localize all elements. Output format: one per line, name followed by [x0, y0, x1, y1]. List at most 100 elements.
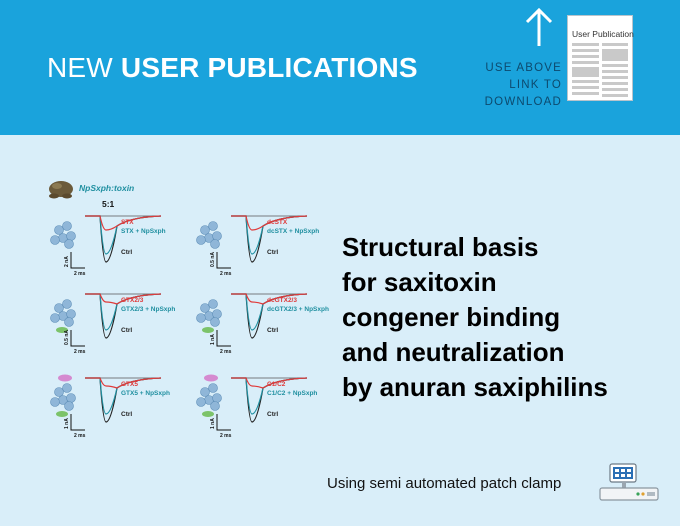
scale-x-label: 2 ms [74, 349, 86, 355]
atom [196, 313, 206, 323]
atom [212, 309, 222, 319]
figure-ratio: 5:1 [102, 199, 115, 209]
scale-bar [70, 330, 85, 347]
toxin-label: STX [121, 219, 134, 226]
atom [62, 221, 72, 231]
bound-label: dcSTX + NpSxph [267, 228, 319, 235]
atom [210, 317, 220, 327]
scale-y-label: 2 nA [64, 256, 70, 267]
substituent [56, 411, 68, 417]
title-bold: USER PUBLICATIONS [120, 52, 418, 83]
substituent [202, 327, 214, 333]
molecule-icon [50, 374, 76, 417]
sulfo-group [204, 374, 218, 382]
headline-line: and neutralization [342, 337, 565, 367]
patch-clamp-instrument-icon [599, 463, 659, 501]
title-light: NEW [47, 52, 121, 83]
substituent [56, 327, 68, 333]
article-headline: Structural basis for saxitoxin congener … [342, 230, 662, 405]
sulfo-group [58, 374, 72, 382]
toxin-label: GTX2/3 [121, 297, 144, 304]
bound-label: GTX2/3 + NpSxph [121, 306, 175, 313]
toxin-label: GTX5 [121, 381, 138, 388]
atom [54, 303, 64, 313]
headline-line: by anuran saxiphilins [342, 372, 608, 402]
toxin-trace [231, 377, 308, 389]
toxin-trace [85, 293, 162, 305]
toxin-trace [231, 215, 308, 231]
scale-x-label: 2 ms [220, 349, 232, 355]
atom [208, 299, 218, 309]
toxin-trace [85, 215, 162, 231]
atom [200, 225, 210, 235]
atom [64, 317, 74, 327]
scale-y-label: 1 nA [210, 334, 216, 345]
document-lines-icon [572, 43, 628, 97]
atom [66, 231, 76, 241]
atom [64, 239, 74, 249]
toxin-trace [231, 293, 308, 305]
scale-x-label: 2 ms [74, 271, 86, 277]
scale-x-label: 2 ms [220, 433, 232, 439]
molecule-icon [196, 299, 222, 333]
scale-bar [216, 330, 231, 347]
ctrl-label: Ctrl [267, 327, 278, 334]
atom [196, 235, 206, 245]
headline-line: Structural basis [342, 232, 539, 262]
scale-x-label: 2 ms [74, 433, 86, 439]
ctrl-label: Ctrl [121, 411, 132, 418]
bound-label: C1/C2 + NpSxph [267, 390, 317, 397]
download-line: USE ABOVE [485, 62, 562, 74]
atom [212, 231, 222, 241]
atom [54, 387, 64, 397]
download-note: USE ABOVE LINK TO DOWNLOAD [470, 60, 562, 111]
molecule-icon [50, 221, 76, 249]
scale-y-label: 0.5 nA [210, 252, 216, 267]
molecule-icon [196, 374, 222, 417]
atom [50, 313, 60, 323]
scale-x-label: 2 ms [220, 271, 232, 277]
atom [200, 303, 210, 313]
toxin-label: dcGTX2/3 [267, 297, 297, 304]
atom [66, 309, 76, 319]
atom [64, 401, 74, 411]
method-note: Using semi automated patch clamp [327, 475, 562, 492]
arrow-up-icon[interactable] [522, 6, 556, 48]
scale-bar [70, 252, 85, 269]
headline-line: congener binding [342, 302, 561, 332]
publication-thumbnail[interactable]: User Publication [567, 15, 634, 101]
headline-line: for saxitoxin [342, 267, 497, 297]
ctrl-label: Ctrl [121, 327, 132, 334]
atom [62, 299, 72, 309]
thumbnail-label: User Publication [572, 29, 634, 39]
bound-label: dcGTX2/3 + NpSxph [267, 306, 329, 313]
scale-y-label: 0.5 nA [64, 330, 70, 345]
ctrl-label: Ctrl [121, 249, 132, 256]
bound-label: STX + NpSxph [121, 228, 166, 235]
atom [208, 221, 218, 231]
scale-bar [216, 252, 231, 269]
atom [66, 393, 76, 403]
bound-label: GTX5 + NpSxph [121, 390, 170, 397]
ctrl-label: Ctrl [267, 249, 278, 256]
ctrl-label: Ctrl [267, 411, 278, 418]
atom [210, 401, 220, 411]
figure-title: NpSxph:toxin [79, 183, 134, 193]
scale-bar [70, 414, 85, 431]
page-title: NEW USER PUBLICATIONS [47, 52, 418, 84]
atom [212, 393, 222, 403]
atom [210, 239, 220, 249]
atom [62, 383, 72, 393]
header-banner: NEW USER PUBLICATIONS USE ABOVE LINK TO … [0, 0, 680, 135]
atom [208, 383, 218, 393]
download-line: LINK TO [509, 79, 562, 91]
atom [50, 397, 60, 407]
molecule-icon [196, 221, 222, 249]
atom [54, 225, 64, 235]
